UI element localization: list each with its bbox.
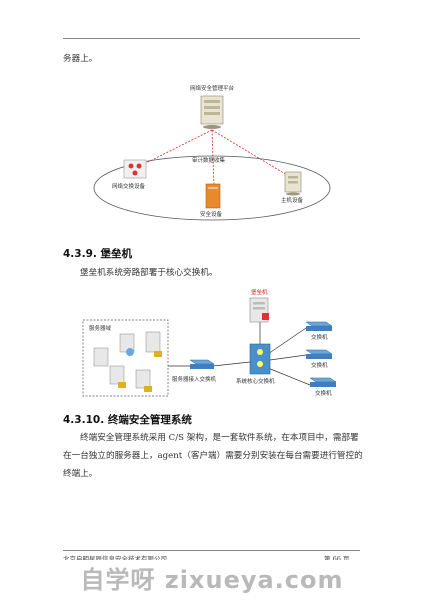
- access-switch-icon: [189, 359, 215, 369]
- switch-2-icon: [305, 349, 333, 359]
- core-switch-label: 系统核心交换机: [236, 379, 275, 385]
- switch-1-icon: [305, 321, 333, 331]
- link-core-to-switch1: [267, 327, 307, 355]
- section-body-439: 堡垒机系统旁路部署于核心交换机。: [80, 268, 218, 278]
- link-to-switch: [135, 129, 213, 169]
- watermark: 自学呀 zixueya.com: [0, 560, 424, 600]
- switch-1-label: 交换机: [311, 335, 328, 341]
- platform-label: 网络安全管理平台: [190, 86, 235, 92]
- device-domain-ellipse: [93, 155, 331, 221]
- host-device-icon: [284, 171, 302, 196]
- section-body-4310-line2: 在一台独立的服务器上，agent（客户端）需要分别安装在每台需要进行管控的: [63, 451, 363, 461]
- core-switch-icon: [249, 343, 271, 375]
- link-access-to-core: [212, 361, 251, 367]
- switch-device-icon: [123, 159, 147, 179]
- security-device-icon: [205, 183, 221, 209]
- security-device-label: 安全设备: [200, 212, 223, 218]
- audit-links: [135, 129, 293, 187]
- footer-rule: [63, 550, 360, 551]
- network-links: [168, 322, 311, 386]
- continuation-text: 务器上。: [63, 54, 98, 64]
- footer-page-number: 第 66 页: [324, 555, 350, 563]
- switch-2-label: 交换机: [311, 363, 328, 369]
- security-platform-diagram: [93, 95, 331, 221]
- section-body-4310-line1: 终端安全管理系统采用 C/S 架构，是一套软件系统，在本项目中，需部署: [80, 433, 359, 443]
- switch-3-icon: [309, 377, 337, 387]
- access-switch-label: 服务器接入交换机: [172, 377, 217, 383]
- link-core-to-switch3: [267, 367, 311, 386]
- switch-device-label: 网络交换设备: [112, 184, 146, 190]
- bastion-label: 堡垒机: [251, 290, 268, 296]
- section-body-4310-line3: 终端上。: [63, 469, 98, 479]
- link-to-host: [211, 129, 293, 179]
- server-zone-box: [82, 319, 169, 397]
- switch-3-label: 交换机: [315, 391, 332, 397]
- section-heading-439: 4.3.9. 堡垒机: [63, 248, 133, 260]
- link-to-security: [211, 129, 215, 187]
- bastion-server-icon: [249, 297, 269, 323]
- section-heading-4310: 4.3.10. 终端安全管理系统: [63, 414, 192, 426]
- host-device-label: 主机设备: [281, 198, 304, 204]
- server-zone-icons: [93, 331, 162, 392]
- header-rule: [63, 38, 360, 39]
- server-zone-label: 服务器域: [89, 326, 112, 332]
- footer-company: 北京启明星辰信息安全技术有限公司: [63, 555, 167, 563]
- platform-server-icon: [200, 95, 224, 129]
- link-core-to-switch2: [269, 354, 307, 361]
- audit-label: 审计数据收集: [192, 158, 226, 164]
- bastion-network-diagram: [82, 297, 337, 397]
